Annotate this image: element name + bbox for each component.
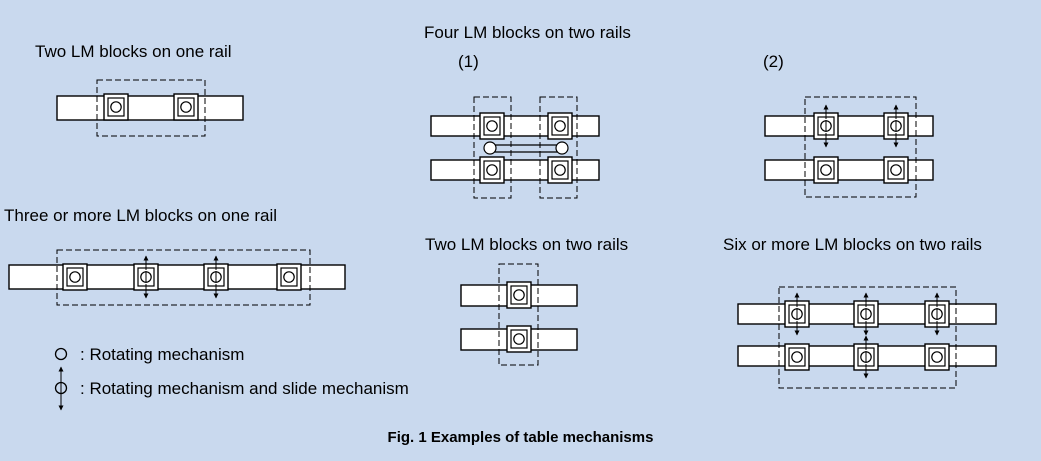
lm-block [883,156,909,184]
four-blocks-two-rails-variant-2-diagram [764,96,934,198]
rotating-mechanism-legend-icon [54,347,68,361]
lm-block [103,93,129,121]
table-outline [473,96,512,199]
three-or-more-one-rail-diagram [8,249,346,306]
lm-block-sliding [884,105,908,147]
table-outline [96,79,206,137]
label-variant-2: (2) [763,52,784,71]
legend-rotating-slide-text: : Rotating mechanism and slide mechanism [80,379,409,398]
lm-block [784,343,810,371]
table-outline [498,263,539,366]
label-four-blocks-two-rails: Four LM blocks on two rails [424,23,631,42]
lm-block [276,263,302,291]
lm-block [506,325,532,353]
table-outline [56,249,311,306]
rotating-slide-mechanism-legend-icon [54,366,68,411]
table-outline [778,286,957,389]
label-six-or-more-two-rails: Six or more LM blocks on two rails [723,235,982,254]
four-blocks-two-rails-variant-1-diagram [430,96,600,199]
lm-block-sliding [785,293,809,335]
lm-block [62,263,88,291]
label-variant-1: (1) [458,52,479,71]
lm-block-sliding [854,293,878,335]
link-joint [483,141,497,155]
lm-block [547,156,573,184]
lm-block-sliding [814,105,838,147]
lm-block [813,156,839,184]
label-two-blocks-one-rail: Two LM blocks on one rail [35,42,232,61]
rail [430,115,600,137]
figure-caption: Fig. 1 Examples of table mechanisms [387,429,654,446]
rail [56,95,244,121]
lm-block-sliding [204,256,228,298]
lm-block [479,112,505,140]
label-two-blocks-two-rails: Two LM blocks on two rails [425,235,629,254]
label-three-or-more-one-rail: Three or more LM blocks on one rail [4,206,278,225]
lm-block [547,112,573,140]
lm-block [924,343,950,371]
legend-rotating-text: : Rotating mechanism [80,345,245,364]
lm-block [173,93,199,121]
two-blocks-two-rails-diagram [460,263,578,366]
lm-block-sliding [854,336,878,378]
six-or-more-two-rails-diagram [737,286,997,389]
table-outline [804,96,917,198]
table-outline [539,96,578,199]
lm-block [506,281,532,309]
lm-block-sliding [925,293,949,335]
link-joint [555,141,569,155]
rail [430,159,600,181]
lm-block [479,156,505,184]
two-blocks-one-rail-diagram [56,79,244,137]
lm-block-sliding [134,256,158,298]
